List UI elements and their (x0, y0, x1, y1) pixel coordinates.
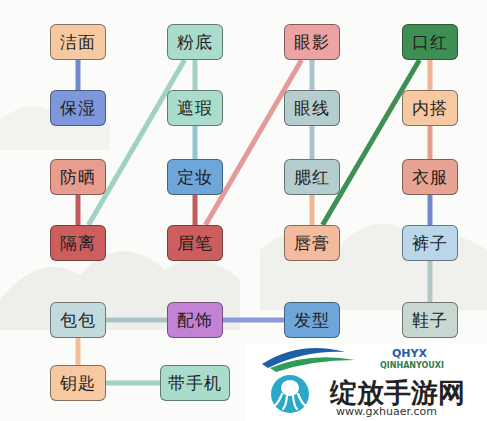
tile-word: 遮瑕 (177, 98, 213, 118)
tile-word: 配饰 (177, 310, 213, 330)
word-tile: 裤子 (402, 225, 458, 261)
link-line (310, 60, 315, 90)
word-tile: 唇膏 (284, 225, 340, 261)
link-line (223, 318, 284, 323)
word-tile: 鞋子 (402, 302, 458, 338)
tile-word: 发型 (294, 310, 330, 330)
link-line (310, 195, 315, 225)
tile-word: 口红 (412, 32, 448, 52)
word-tile: 包包 (50, 302, 106, 338)
link-line (323, 60, 420, 225)
tile-word: 眉笔 (177, 233, 213, 253)
word-tile: 眼线 (284, 90, 340, 126)
link-line (428, 261, 433, 302)
tile-word: 隔离 (60, 233, 96, 253)
word-tile: 洁面 (50, 24, 106, 60)
link-line (205, 60, 301, 225)
link-line (88, 60, 184, 225)
link-line (428, 60, 433, 90)
watermark-text: 绽放手游网 (330, 378, 465, 408)
tile-word: 眼影 (294, 32, 330, 52)
tile-word: 带手机 (168, 373, 222, 393)
tile-word: 内搭 (412, 98, 448, 118)
logo-icon (274, 394, 306, 409)
word-tile: 粉底 (167, 24, 223, 60)
mountain-art (0, 251, 240, 330)
word-tile: 配饰 (167, 302, 223, 338)
word-tile: 发型 (284, 302, 340, 338)
watermark-text: www.gxhuaer.com (336, 406, 437, 418)
watermark-text: QHYX (392, 348, 427, 360)
word-tile: 隔离 (50, 225, 106, 261)
word-tile: 口红 (402, 24, 458, 60)
word-tile: 防晒 (50, 159, 106, 195)
tile-word: 包包 (60, 310, 96, 330)
logo-icon (281, 380, 299, 396)
word-tile: 定妆 (167, 159, 223, 195)
tile-word: 鞋子 (412, 310, 448, 330)
logo-swoosh (270, 357, 355, 372)
link-line (428, 195, 433, 225)
word-tile: 眼影 (284, 24, 340, 60)
word-tile: 衣服 (402, 159, 458, 195)
link-line (310, 126, 315, 159)
watermark-panel (245, 344, 487, 421)
tile-word: 保湿 (60, 98, 96, 118)
link-line (193, 60, 198, 90)
tile-word: 衣服 (412, 167, 448, 187)
tile-word: 粉底 (177, 32, 213, 52)
link-line (76, 195, 81, 225)
mountain-art (260, 224, 487, 310)
tile-word: 洁面 (60, 32, 96, 52)
tile-word: 钥匙 (60, 373, 96, 393)
word-tile: 内搭 (402, 90, 458, 126)
logo-icon (271, 375, 309, 413)
word-tile: 带手机 (160, 365, 230, 401)
link-line (106, 381, 160, 386)
link-line (76, 60, 81, 90)
word-tile: 眉笔 (167, 225, 223, 261)
link-line (106, 318, 167, 323)
tile-word: 裤子 (412, 233, 448, 253)
word-tile: 钥匙 (50, 365, 106, 401)
link-line (193, 195, 198, 225)
tile-word: 定妆 (177, 167, 213, 187)
watermark-text: QINHANYOUXI (380, 362, 444, 371)
tile-word: 眼线 (294, 98, 330, 118)
tile-word: 唇膏 (294, 233, 330, 253)
tile-word: 防晒 (60, 167, 96, 187)
link-line (428, 126, 433, 159)
link-line (76, 338, 81, 365)
tile-word: 腮红 (294, 167, 330, 187)
word-tile: 腮红 (284, 159, 340, 195)
link-line (193, 126, 198, 159)
word-tile: 保湿 (50, 90, 106, 126)
word-tile: 遮瑕 (167, 90, 223, 126)
